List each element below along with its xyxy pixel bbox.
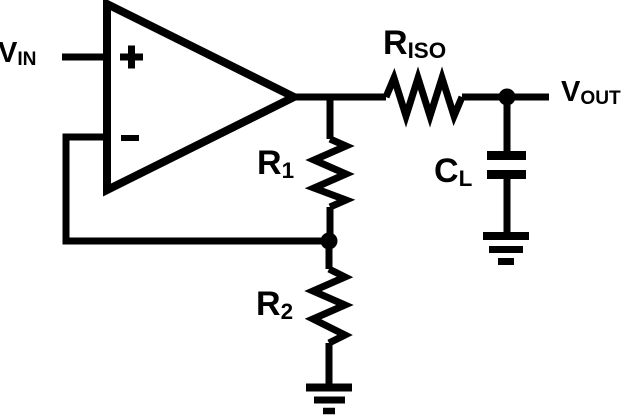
resistor-r1-symbol xyxy=(304,135,356,211)
cl-label: CL xyxy=(434,152,473,192)
resistor-riso-symbol xyxy=(382,66,466,128)
r2-label: R2 xyxy=(256,285,294,325)
r2-label-sub: 2 xyxy=(280,299,294,325)
plus-symbol xyxy=(120,45,143,69)
cl-label-base: C xyxy=(434,152,459,190)
capacitor-cl-symbol xyxy=(487,151,526,179)
vin-label-base: V xyxy=(0,37,18,69)
riso-label-sub: ISO xyxy=(407,38,447,64)
vout-label-base: V xyxy=(561,76,581,108)
junction-dot-output xyxy=(498,88,516,106)
resistor-r2-symbol xyxy=(304,265,354,347)
r1-label-sub: 1 xyxy=(281,158,295,184)
vin-label: VIN xyxy=(0,37,37,71)
wire-feedback xyxy=(62,133,329,245)
r2-label-base: R xyxy=(256,285,281,323)
opamp-body xyxy=(103,0,303,197)
vin-label-sub: IN xyxy=(17,49,37,71)
vout-label: VOUT xyxy=(561,76,621,110)
junction-dot-feedback xyxy=(320,232,338,250)
ground-symbol-cl xyxy=(483,232,529,265)
ground-symbol-r2 xyxy=(306,383,352,415)
cl-label-sub: L xyxy=(458,166,473,192)
r1-label-base: R xyxy=(257,144,282,182)
r1-label: R1 xyxy=(257,144,295,184)
riso-label: RISO xyxy=(383,24,447,64)
riso-label-base: R xyxy=(383,24,408,62)
vout-label-sub: OUT xyxy=(580,88,621,110)
